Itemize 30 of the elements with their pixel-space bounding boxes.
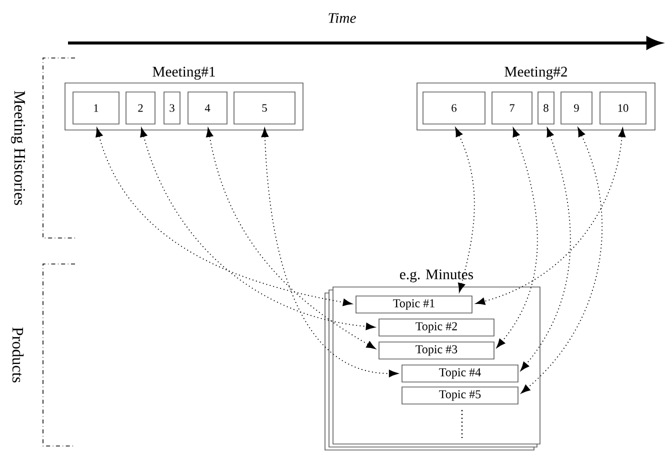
- item-box: 4: [188, 92, 228, 124]
- arrow: [261, 128, 398, 378]
- arrow: [476, 128, 626, 305]
- arrow: [206, 128, 376, 349]
- topic-box: Topic #4: [402, 364, 518, 382]
- item-box: 8: [538, 92, 554, 124]
- item-box: 6: [422, 92, 486, 124]
- item-box: 7: [492, 92, 532, 124]
- item-box: 10: [600, 92, 646, 124]
- topic-box: Topic #2: [378, 318, 494, 336]
- node-label: Meeting#2: [504, 66, 567, 80]
- time-label: Time: [328, 13, 356, 23]
- item-box: 1: [72, 92, 120, 124]
- arrow: [496, 128, 538, 348]
- axis-label: Meeting Histories: [11, 90, 26, 205]
- topic-box: Topic #1: [356, 296, 472, 314]
- arrow: [520, 127, 603, 394]
- node-label: e.g. Minutes: [400, 269, 474, 282]
- item-box: 5: [234, 92, 296, 124]
- arrow: [455, 127, 475, 292]
- topic-box: Topic #3: [378, 342, 494, 360]
- arrow: [520, 128, 571, 371]
- arrow: [96, 128, 352, 306]
- item-box: 2: [126, 92, 156, 124]
- item-box: 9: [560, 92, 592, 124]
- node-label: Meeting#1: [152, 66, 215, 80]
- axis-label: Products: [12, 327, 24, 382]
- topic-box: Topic #5: [402, 386, 518, 404]
- arrow: [140, 128, 376, 330]
- item-box: 3: [164, 92, 180, 124]
